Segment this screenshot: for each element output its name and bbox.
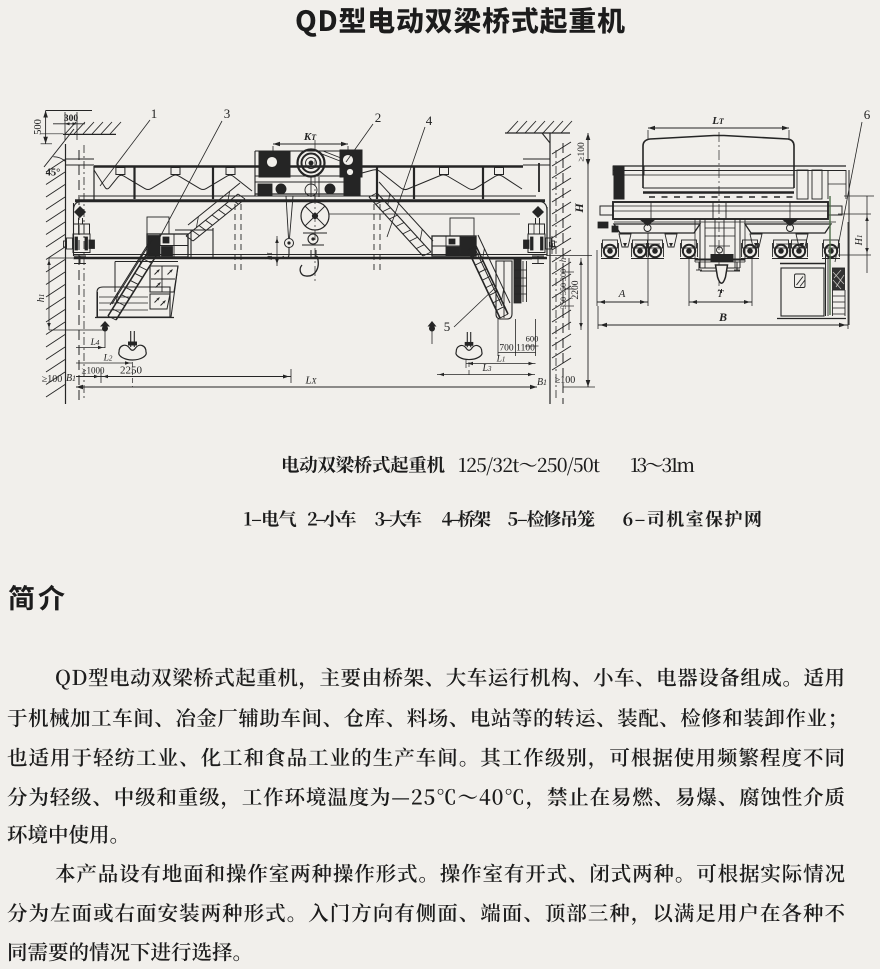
- svg-text:H: H: [572, 203, 586, 214]
- svg-text:2200: 2200: [571, 280, 581, 299]
- svg-text:h: h: [558, 257, 568, 262]
- svg-text:L2: L2: [103, 354, 113, 364]
- svg-text:≥1000: ≥1000: [82, 366, 105, 376]
- svg-text:KT: KT: [303, 131, 317, 143]
- svg-text:6: 6: [864, 107, 871, 122]
- svg-text:45°: 45°: [46, 168, 61, 179]
- svg-text:L3: L3: [481, 363, 492, 374]
- svg-text:≥100: ≥100: [42, 374, 63, 385]
- svg-text:B: B: [718, 310, 727, 324]
- svg-text:5: 5: [444, 319, 451, 334]
- svg-text:2: 2: [375, 110, 382, 125]
- svg-text:700: 700: [499, 344, 514, 354]
- svg-text:1: 1: [151, 106, 158, 121]
- svg-text:h1: h1: [36, 294, 47, 303]
- svg-text:LX: LX: [304, 375, 317, 387]
- svg-text:B1: B1: [66, 373, 76, 384]
- svg-text:1100: 1100: [516, 344, 535, 354]
- svg-text:L4: L4: [90, 338, 100, 348]
- svg-text:H1: H1: [854, 235, 865, 247]
- svg-text:h1: h1: [265, 252, 275, 260]
- svg-text:2250: 2250: [120, 365, 143, 377]
- svg-text:T: T: [717, 288, 724, 300]
- svg-text:B1: B1: [537, 377, 547, 388]
- svg-text:L1: L1: [496, 355, 506, 365]
- svg-text:≥100: ≥100: [555, 375, 576, 386]
- svg-text:350 350 300: 350 350 300: [559, 269, 568, 309]
- svg-text:LT: LT: [711, 115, 725, 127]
- svg-text:A: A: [618, 288, 626, 300]
- svg-text:500: 500: [33, 119, 44, 135]
- svg-text:3: 3: [224, 106, 231, 121]
- svg-text:F: F: [548, 241, 559, 249]
- svg-text:≥100: ≥100: [577, 142, 587, 162]
- svg-text:600: 600: [526, 334, 539, 344]
- svg-text:4: 4: [426, 113, 433, 128]
- svg-text:300: 300: [64, 114, 79, 124]
